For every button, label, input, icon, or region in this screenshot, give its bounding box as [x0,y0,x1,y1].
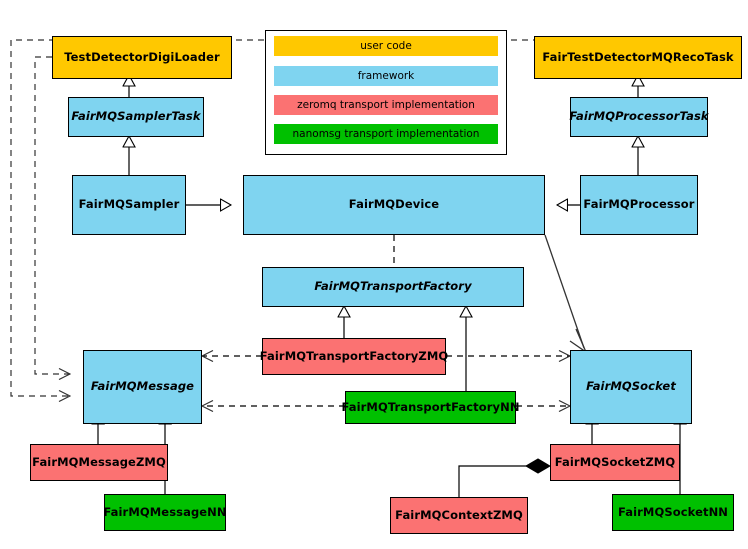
legend-label-nanomsg: nanomsg transport implementation [292,128,480,140]
class-label-fairmqtransportfactory: FairMQTransportFactory [314,279,472,294]
class-box-fairmqprocessortask[interactable]: FairMQProcessorTask [569,97,709,137]
class-label-fairmqdevice: FairMQDevice [348,197,440,212]
class-label-fairmqsocketnn: FairMQSocketNN [617,504,729,519]
class-label-fairmqmessagezmq: FairMQMessageZMQ [32,454,166,469]
legend-label-framework: framework [357,70,415,82]
class-box-fairmqsampler[interactable]: FairMQSampler [72,175,186,235]
legend-label-zeromq: zeromq transport implementation [297,99,475,111]
legend-item-user-code: user code [274,36,498,56]
class-label-fairmqmessagenn: FairMQMessageNN [103,504,227,519]
class-label-fairmqsocket: FairMQSocket [586,379,676,394]
class-box-fairmqdevice[interactable]: FairMQDevice [243,175,545,235]
class-box-fairmqsamplertask[interactable]: FairMQSamplerTask [68,97,204,137]
class-box-fairmqsocketzmq[interactable]: FairMQSocketZMQ [550,444,680,481]
edge-device-to-socket [544,234,585,349]
class-label-fairmqprocessor: FairMQProcessor [583,197,695,212]
class-box-fairmqtransportfactorynn[interactable]: FairMQTransportFactoryNN [341,391,519,424]
class-box-fairmqsocket[interactable]: FairMQSocket [570,350,692,424]
legend-item-framework: framework [274,66,498,86]
class-box-fairmqmessagezmq[interactable]: FairMQMessageZMQ [30,444,168,481]
class-label-fairmqprocessortask: FairMQProcessorTask [569,109,709,124]
class-label-fairmqtransportfactoryzmq: FairMQTransportFactoryZMQ [259,348,449,363]
edge-device-to-socket-head [569,328,588,354]
class-box-fairmqprocessor[interactable]: FairMQProcessor [580,175,698,235]
legend-label-user-code: user code [360,40,412,52]
class-box-fairmqsocketnn[interactable]: FairMQSocketNN [612,494,734,531]
class-box-fairmqtransportfactoryzmq[interactable]: FairMQTransportFactoryZMQ [259,338,449,375]
class-box-fairmqmessagenn[interactable]: FairMQMessageNN [103,494,227,531]
class-box-fairmqcontextzmq[interactable]: FairMQContextZMQ [390,497,528,534]
class-box-fairmqmessage[interactable]: FairMQMessage [83,350,202,424]
class-label-fairmqsampler: FairMQSampler [78,197,180,212]
legend-item-zeromq: zeromq transport implementation [274,95,498,115]
class-label-fairmqsamplertask: FairMQSamplerTask [71,109,201,124]
class-label-fairmqsocketzmq: FairMQSocketZMQ [554,454,676,469]
class-label-fairmqcontextzmq: FairMQContextZMQ [395,507,523,522]
legend-item-nanomsg: nanomsg transport implementation [274,124,498,144]
class-box-fairtestdetectormqrecotask[interactable]: FairTestDetectorMQRecoTask [534,36,742,79]
edge-digiloader-to-message [34,56,70,374]
class-label-fairmqmessage: FairMQMessage [90,379,195,394]
composition-diamond [525,458,551,474]
class-box-fairmqtransportfactory[interactable]: FairMQTransportFactory [262,267,524,307]
class-label-fairmqtransportfactorynn: FairMQTransportFactoryNN [341,399,520,414]
class-label-testdetectordigiloader: TestDetectorDigiLoader [64,49,220,64]
class-label-fairtestdetectormqrecotask: FairTestDetectorMQRecoTask [542,49,734,64]
class-box-testdetectordigiloader[interactable]: TestDetectorDigiLoader [52,36,232,79]
edge-socketzmq-contextzmq [458,465,536,497]
